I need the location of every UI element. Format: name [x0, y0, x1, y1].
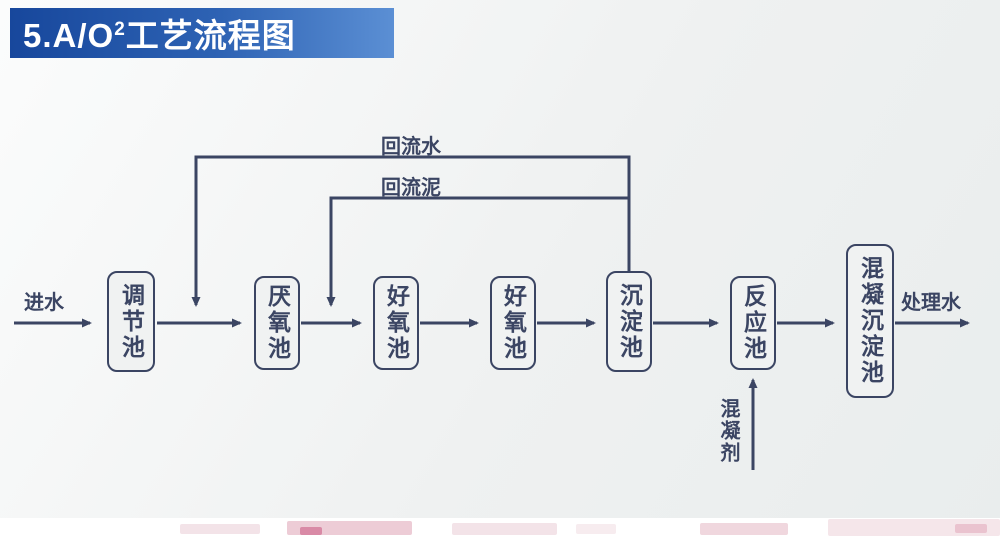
strip-artifact	[452, 523, 557, 535]
inlet-label: 进水	[24, 292, 64, 314]
node-anaerobic-tank: 厌氧池	[254, 276, 300, 370]
strip-artifact	[180, 524, 260, 534]
title-superscript: 2	[114, 19, 126, 40]
node-reaction-tank: 反应池	[730, 276, 776, 370]
title-suffix: 工艺流程图	[125, 17, 296, 54]
node-regulation-tank: 调节池	[107, 271, 155, 372]
strip-artifact	[576, 524, 616, 534]
strip-artifact	[955, 524, 987, 533]
page-title: 5.A/O2工艺流程图	[23, 9, 296, 57]
strip-artifact	[700, 523, 788, 535]
bottom-slide-strip	[0, 518, 1000, 537]
strip-artifact	[300, 527, 322, 535]
coagulant-label: 混凝剂	[717, 398, 739, 464]
node-sedimentation-tank: 沉淀池	[606, 271, 652, 372]
return-sludge-label: 回流泥	[381, 177, 441, 199]
outlet-label: 处理水	[901, 292, 961, 314]
title-prefix: 5.A/O	[23, 17, 115, 54]
return-water-label: 回流水	[381, 136, 441, 158]
node-aerobic-tank-2: 好氧池	[490, 276, 536, 370]
node-coagulation-sedimentation-tank: 混凝沉淀池	[846, 244, 894, 398]
node-aerobic-tank-1: 好氧池	[373, 276, 419, 370]
title-banner: 5.A/O2工艺流程图	[10, 8, 394, 58]
